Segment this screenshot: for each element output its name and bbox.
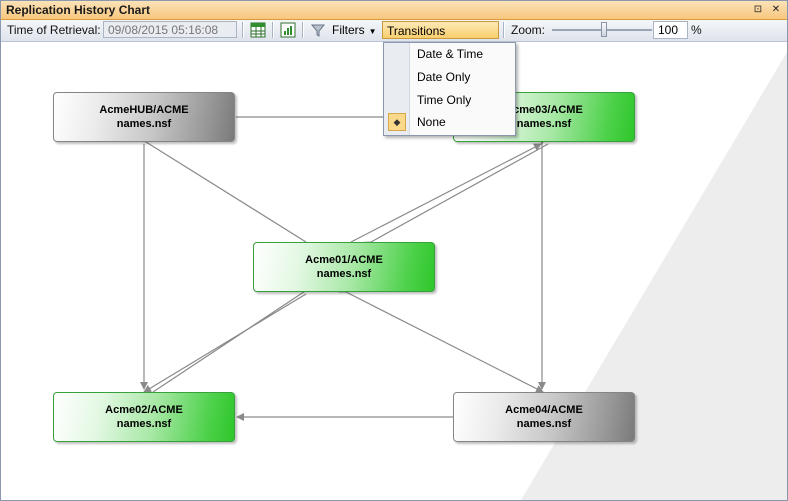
menu-item-label: Time Only [417, 93, 472, 107]
zoom-input[interactable]: 100 [653, 21, 688, 39]
window-title: Replication History Chart [6, 3, 151, 17]
transitions-format-dropdown[interactable]: Transitions Format▼ [382, 21, 499, 56]
node-db-label: names.nsf [116, 118, 172, 130]
menu-item-label: Date & Time [417, 47, 484, 61]
node-acmehub[interactable]: AcmeHUB/ACME names.nsf [53, 92, 235, 142]
node-server-label: Acme04/ACME [505, 404, 583, 416]
edge-acme01-acme03-a [350, 143, 542, 243]
restore-icon[interactable]: ⊡ [753, 4, 763, 15]
toolbar-separator [272, 22, 274, 38]
menu-item-none[interactable]: ◆ None [385, 111, 514, 133]
menu-item-date-only[interactable]: Date Only [385, 66, 514, 88]
menu-item-label: Date Only [417, 70, 471, 84]
edge-acme01-acme03-b [362, 143, 549, 249]
node-db-label: names.nsf [116, 418, 172, 430]
zoom-unit: % [691, 23, 702, 37]
node-db-label: names.nsf [316, 268, 372, 280]
replication-edges [137, 116, 549, 421]
transitions-format-menu: Date & Time Date Only Time Only ◆ None [383, 42, 516, 136]
time-of-retrieval-label: Time of Retrieval: [7, 23, 101, 37]
node-acme02[interactable]: Acme02/ACME names.nsf [53, 392, 235, 442]
zoom-slider-thumb[interactable] [601, 22, 607, 37]
node-server-label: AcmeHUB/ACME [99, 104, 189, 116]
title-bar: Replication History Chart ⊡ ✕ [1, 1, 787, 20]
toolbar: Time of Retrieval: 09/08/2015 05:16:08 P… [1, 20, 787, 56]
toolbar-separator [302, 22, 304, 38]
chart-view-icon[interactable] [280, 22, 296, 38]
filter-icon [310, 24, 326, 37]
menu-item-label: None [417, 115, 446, 129]
filters-dropdown[interactable]: Filters▼ [332, 23, 377, 37]
close-icon[interactable]: ✕ [771, 4, 781, 15]
edge-hub-acme01 [137, 134, 307, 243]
toolbar-separator [242, 22, 244, 38]
node-db-label: names.nsf [516, 118, 572, 130]
node-acme04[interactable]: Acme04/ACME names.nsf [453, 392, 635, 442]
background-stripe [521, 42, 787, 500]
menu-item-date-time[interactable]: Date & Time [385, 43, 514, 65]
edge-acme01-acme04 [337, 285, 544, 393]
replication-chart-canvas: AcmeHUB/ACME names.nsf Acme03/ACME names… [1, 42, 787, 500]
node-db-label: names.nsf [516, 418, 572, 430]
node-server-label: Acme02/ACME [105, 404, 183, 416]
node-acme01[interactable]: Acme01/ACME names.nsf [253, 242, 435, 292]
toolbar-separator [503, 22, 505, 38]
selected-diamond-icon: ◆ [388, 113, 406, 131]
node-server-label: Acme01/ACME [305, 254, 383, 266]
menu-item-time-only[interactable]: Time Only [385, 89, 514, 111]
edge-acme01-acme02-a [143, 293, 307, 393]
node-server-label: Acme03/ACME [505, 104, 583, 116]
zoom-label: Zoom: [511, 23, 546, 37]
time-of-retrieval-field: 09/08/2015 05:16:08 PM [103, 21, 237, 54]
grid-view-icon[interactable] [250, 22, 266, 38]
